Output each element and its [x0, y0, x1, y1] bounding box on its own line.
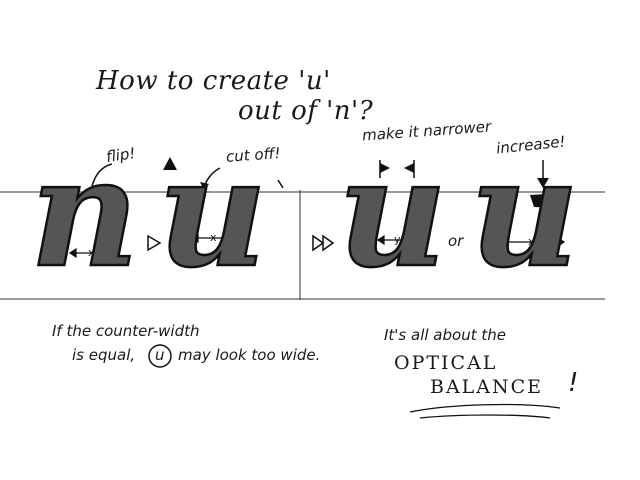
circled-u-ring	[148, 344, 172, 368]
width-label-x1: x	[88, 246, 95, 259]
left-note-line-1: If the counter-width	[52, 322, 200, 340]
flip-arrow	[91, 163, 113, 187]
glyph-u-flipped: u	[157, 125, 269, 301]
glyph-u-increased: u	[469, 125, 581, 301]
fast-forward-icon	[312, 234, 325, 252]
width-label-y: y	[394, 233, 401, 246]
flourish	[409, 403, 561, 419]
glyph-u-narrow: u	[337, 125, 449, 301]
serif-increase-mark	[530, 193, 560, 208]
width-arrow-1	[68, 247, 118, 259]
play-arrow-icon	[147, 234, 162, 252]
glyph-n: n	[29, 125, 141, 301]
right-note-line-2: OPTICAL	[394, 352, 498, 374]
title-line-2: out of 'n'?	[238, 96, 374, 126]
width-label-x2: x	[210, 231, 217, 244]
right-note-exclaim: !	[568, 368, 579, 398]
left-note-line-2b: may look too wide.	[178, 346, 321, 364]
right-note-line-3: BALANCE	[430, 376, 544, 398]
circled-u: u	[155, 346, 165, 364]
narrow-marker-left	[380, 163, 390, 173]
flip-triangle-icon	[163, 157, 177, 170]
title-line-1: How to create 'u'	[96, 66, 331, 96]
width-arrow-2	[190, 232, 240, 244]
width-arrow-3	[376, 234, 418, 246]
or-label: or	[448, 232, 464, 250]
width-label-x3: x	[528, 235, 535, 248]
right-note-line-1: It's all about the	[384, 326, 506, 344]
width-arrow-4	[500, 236, 566, 248]
narrow-marker-right	[404, 163, 414, 173]
left-note-line-2a: is equal,	[72, 346, 136, 364]
